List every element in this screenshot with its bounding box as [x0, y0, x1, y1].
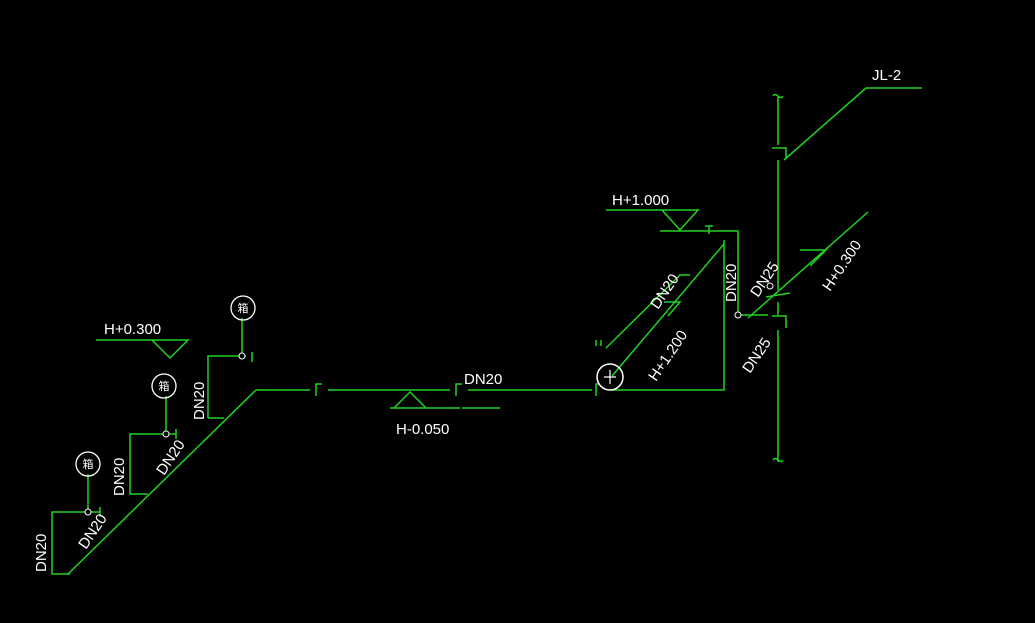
fixture-symbols: 箱 箱 箱 — [75, 295, 256, 477]
water-meter — [596, 363, 624, 391]
elev-left-label: H+0.300 — [104, 321, 161, 338]
left-branch-low — [51, 511, 100, 575]
joint-dot — [162, 430, 170, 438]
elev-mid-marker — [390, 390, 460, 409]
fixture-top-symbol: 箱 — [238, 301, 249, 315]
fixture-mid-symbol: 箱 — [159, 379, 170, 393]
right-frame-flag — [664, 301, 682, 317]
top-branch — [660, 230, 768, 316]
right-frame — [612, 240, 725, 391]
labels: JL-2 H+1.000 H+0.300 H-0.050 DN20 DN20 D… — [33, 67, 901, 572]
dn-left-diag-upper: DN20 — [153, 437, 189, 478]
joint-dot — [766, 282, 774, 290]
fixture-mid: 箱 — [151, 373, 177, 399]
riser-tee — [765, 292, 791, 298]
left-branch-top — [207, 355, 246, 419]
joint-dot — [734, 311, 742, 319]
right-branch-diagonal — [747, 211, 869, 319]
joint-dot — [84, 508, 92, 516]
riser-break-upper — [772, 147, 787, 158]
pipe-network — [51, 87, 922, 575]
elev-top-label: H+1.000 — [612, 192, 669, 209]
fixture-low: 箱 — [75, 451, 101, 477]
meter-branch — [605, 274, 690, 349]
dn25-lower: DN25 — [739, 335, 775, 376]
elev-left-marker — [96, 339, 190, 360]
riser-break-top — [772, 93, 784, 99]
meter-valve — [595, 340, 602, 346]
elev-diag-1200: H+1.200 — [645, 327, 691, 384]
left-sloped-main — [67, 389, 257, 575]
dn-left-vert-mid: DN20 — [111, 458, 128, 496]
dn-left-vert-lower: DN20 — [33, 534, 50, 572]
dn-mid-label: DN20 — [464, 371, 502, 388]
dn-left-vert-upper: DN20 — [191, 382, 208, 420]
riser-label: JL-2 — [872, 67, 901, 84]
right-frame-diagonal — [611, 243, 725, 377]
right-branch-flag — [800, 249, 828, 267]
fixture-low-symbol: 箱 — [83, 457, 94, 471]
top-valve — [705, 225, 713, 234]
dn-left-diag-lower: DN20 — [75, 511, 111, 552]
joint-markers — [84, 282, 774, 516]
fixture-top: 箱 — [230, 295, 256, 321]
joint-dot — [238, 352, 246, 360]
riser-break-mid — [772, 315, 787, 328]
main-break-1 — [315, 383, 322, 396]
elev-diag-0300: H+0.300 — [819, 237, 865, 294]
elev-mid-label: H-0.050 — [396, 421, 449, 438]
riser-break-bottom — [772, 457, 784, 463]
elev-top-marker — [606, 209, 700, 232]
main-break-2 — [455, 383, 462, 396]
riser-leader — [783, 87, 922, 161]
main-break-3 — [595, 383, 600, 396]
dn-right-vert: DN20 — [723, 264, 740, 302]
